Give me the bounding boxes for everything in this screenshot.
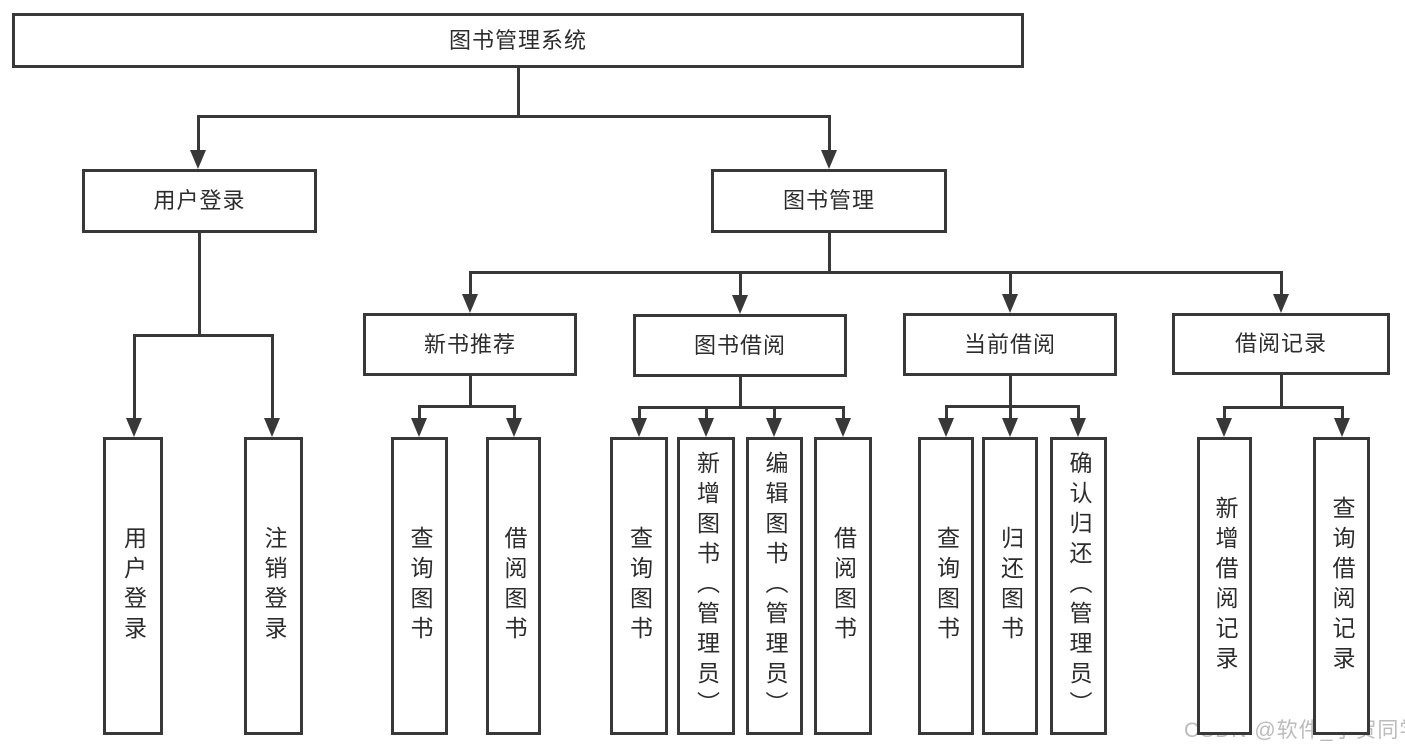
arrow-down-icon (835, 418, 851, 437)
arrow-shaft (841, 407, 845, 420)
connector-line (1223, 406, 1344, 409)
arrow-shaft (772, 407, 776, 420)
connector-line (1280, 375, 1283, 409)
arrow-shaft (1008, 406, 1012, 420)
connector-line (945, 405, 1080, 408)
arrow-down-icon (462, 294, 478, 313)
node-current-borrowing: 当前借阅 (903, 313, 1117, 376)
arrow-down-icon (1334, 418, 1350, 437)
arrow-down-icon (190, 150, 206, 169)
node-leaf-user-login: 用户登录 (103, 437, 163, 735)
arrow-shaft (1076, 406, 1080, 420)
node-user-login: 用户登录 (82, 169, 317, 233)
node-new-book-recommend: 新书推荐 (363, 313, 577, 376)
arrow-shaft (1222, 407, 1226, 420)
node-leaf-query-book-2: 查询图书 (610, 437, 668, 735)
node-leaf-add-book: 新增图书（管理员） (677, 437, 735, 735)
arrow-shaft (512, 406, 516, 420)
node-leaf-logout: 注销登录 (244, 437, 303, 735)
arrow-shaft (270, 335, 274, 420)
node-leaf-return-book: 归还图书 (982, 437, 1038, 735)
arrow-shaft (827, 116, 831, 152)
node-leaf-query-book-3: 查询图书 (918, 437, 974, 735)
connector-line (133, 334, 274, 337)
connector-line (469, 271, 1283, 274)
arrow-down-icon (264, 418, 280, 437)
node-root: 图书管理系统 (12, 13, 1024, 68)
arrow-shaft (196, 116, 200, 152)
arrow-down-icon (1002, 294, 1018, 313)
arrow-down-icon (698, 418, 714, 437)
connector-line (1009, 376, 1012, 408)
node-book-management: 图书管理 (711, 169, 947, 233)
node-borrow-records: 借阅记录 (1172, 313, 1390, 375)
connector-line (638, 406, 845, 409)
connector-line (469, 376, 472, 408)
arrow-shaft (132, 335, 136, 420)
arrow-down-icon (506, 418, 522, 437)
connector-line (739, 377, 742, 409)
arrow-shaft (417, 406, 421, 420)
connector-line (197, 115, 831, 118)
arrow-down-icon (1273, 294, 1289, 313)
arrow-shaft (1279, 272, 1283, 296)
arrow-down-icon (126, 418, 142, 437)
connector-line (198, 233, 201, 336)
arrow-shaft (1008, 272, 1012, 296)
arrow-shaft (637, 407, 641, 420)
node-leaf-add-record: 新增借阅记录 (1197, 437, 1252, 735)
node-leaf-confirm-return: 确认归还（管理员） (1050, 437, 1107, 735)
node-leaf-query-book-1: 查询图书 (391, 437, 448, 735)
node-leaf-borrow-book-1: 借阅图书 (486, 437, 541, 735)
arrow-down-icon (1002, 418, 1018, 437)
connector-line (517, 68, 520, 117)
arrow-down-icon (411, 418, 427, 437)
node-leaf-borrow-book-2: 借阅图书 (814, 437, 872, 735)
arrow-down-icon (631, 418, 647, 437)
node-leaf-edit-book: 编辑图书（管理员） (746, 437, 803, 735)
connector-line (418, 405, 516, 408)
node-book-borrowing: 图书借阅 (633, 314, 847, 377)
arrow-shaft (1340, 407, 1344, 420)
arrow-down-icon (766, 418, 782, 437)
arrow-down-icon (1070, 418, 1086, 437)
arrow-down-icon (1216, 418, 1232, 437)
arrow-shaft (944, 406, 948, 420)
arrow-down-icon (732, 295, 748, 314)
arrow-down-icon (821, 150, 837, 169)
arrow-down-icon (938, 418, 954, 437)
connector-line (828, 233, 831, 274)
arrow-shaft (468, 272, 472, 296)
arrow-shaft (704, 407, 708, 420)
node-leaf-query-record: 查询借阅记录 (1313, 437, 1370, 735)
arrow-shaft (738, 272, 742, 297)
